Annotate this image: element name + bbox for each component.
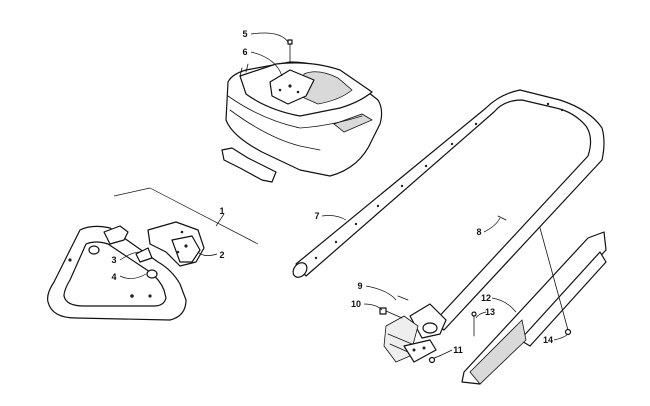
storage-bag [221,61,383,183]
callout-11: 11 [453,345,463,355]
small-hardware [471,215,572,337]
bolt-part-5 [287,39,293,63]
callout-5: 5 [242,29,247,39]
callout-3: 3 [111,255,116,265]
callout-4: 4 [111,272,116,282]
callout-13: 13 [485,307,495,317]
callout-8: 8 [476,227,481,237]
grab-bar-assembly [47,187,259,321]
callout-6: 6 [242,47,247,57]
callout-10: 10 [351,299,361,309]
handle-tube [292,89,605,339]
callout-labels: 1 2 3 4 5 6 7 8 9 10 11 12 13 14 [111,29,553,355]
callout-2: 2 [219,250,224,260]
callout-9: 9 [357,281,362,291]
callout-7: 7 [314,211,319,221]
lower-mount-hardware [379,295,437,364]
leader-lines [119,32,569,359]
callout-12: 12 [481,293,491,303]
callout-1: 1 [219,206,224,216]
mount-rail [461,231,607,385]
callout-14: 14 [543,335,553,345]
